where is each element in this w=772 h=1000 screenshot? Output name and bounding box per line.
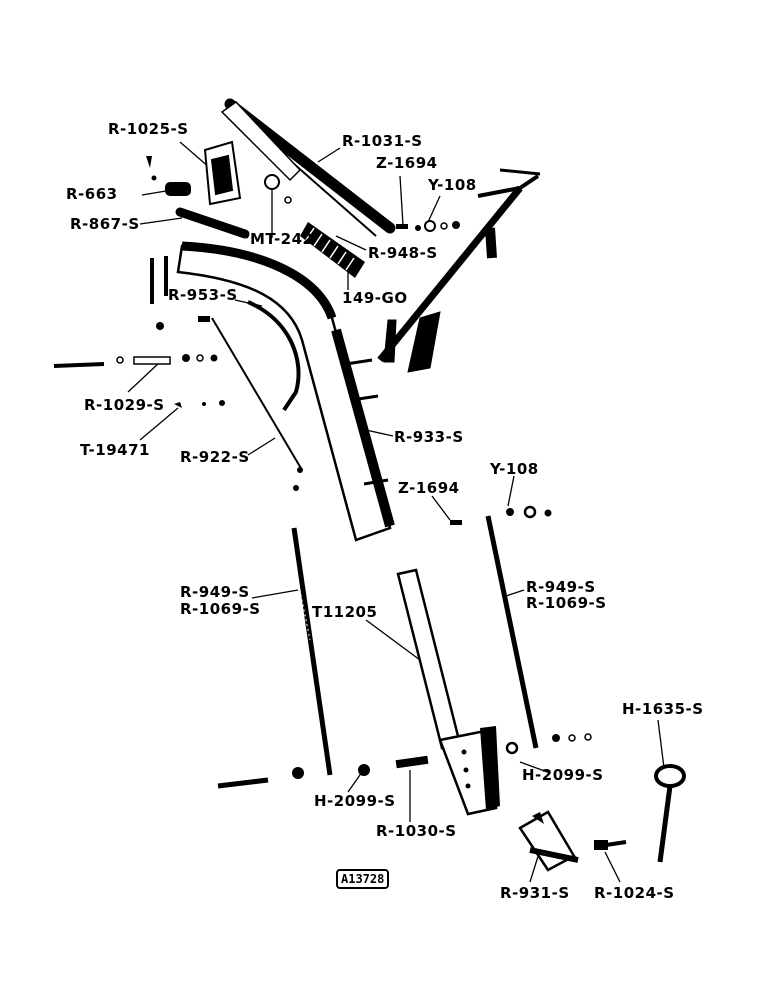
label-r-933-s: R-933-S — [394, 428, 464, 446]
curved-frame — [176, 241, 395, 542]
small-hardware — [146, 156, 292, 239]
clip-and-bolt — [518, 810, 627, 872]
center-post — [395, 568, 500, 816]
label-r-948-s: R-948-S — [368, 244, 438, 262]
label-r-867-s: R-867-S — [70, 215, 140, 233]
rod-right — [450, 505, 592, 755]
eye-bolt — [654, 764, 686, 863]
bracket — [203, 140, 242, 206]
upper-arm — [220, 98, 396, 237]
label-r-1069-s-right: R-1069-S — [526, 594, 607, 612]
label-mt-242: MT-242 — [250, 230, 314, 248]
label-h-2099-s-left: H-2099-S — [314, 792, 396, 810]
label-y-108-lower: Y-108 — [490, 460, 539, 478]
figure-code: A13728 — [336, 869, 390, 889]
label-r-1069-s-left: R-1069-S — [180, 600, 261, 618]
leader-lines — [127, 141, 665, 883]
label-r-922-s: R-922-S — [180, 448, 250, 466]
label-r-953-s: R-953-S — [168, 286, 238, 304]
label-r-1024-s: R-1024-S — [594, 884, 675, 902]
bolts-left — [150, 256, 210, 330]
label-h-2099-s-right: H-2099-S — [522, 766, 604, 784]
label-r-1025-s: R-1025-S — [108, 120, 189, 138]
label-r-1029-s: R-1029-S — [84, 396, 165, 414]
bolt-assembly-mid — [53, 354, 225, 408]
pin-washer-set-top — [396, 220, 460, 232]
label-t11205: T11205 — [312, 603, 378, 621]
label-y-108-top: Y-108 — [428, 176, 477, 194]
label-r-949-s-right: R-949-S — [526, 578, 596, 596]
label-z-1694-top: Z-1694 — [376, 154, 438, 172]
spring — [300, 222, 365, 278]
label-h-1635-s: H-1635-S — [622, 700, 704, 718]
label-r-1030-s: R-1030-S — [376, 822, 457, 840]
label-r-931-s: R-931-S — [500, 884, 570, 902]
label-r-949-s-left: R-949-S — [180, 583, 250, 601]
rod-left — [217, 527, 370, 789]
label-149-go: 149-GO — [342, 289, 408, 307]
lever-handle — [377, 168, 541, 373]
label-t-19471: T-19471 — [80, 441, 150, 459]
label-z-1694-lower: Z-1694 — [398, 479, 460, 497]
label-r-663: R-663 — [66, 185, 118, 203]
label-r-1031-s: R-1031-S — [342, 132, 423, 150]
